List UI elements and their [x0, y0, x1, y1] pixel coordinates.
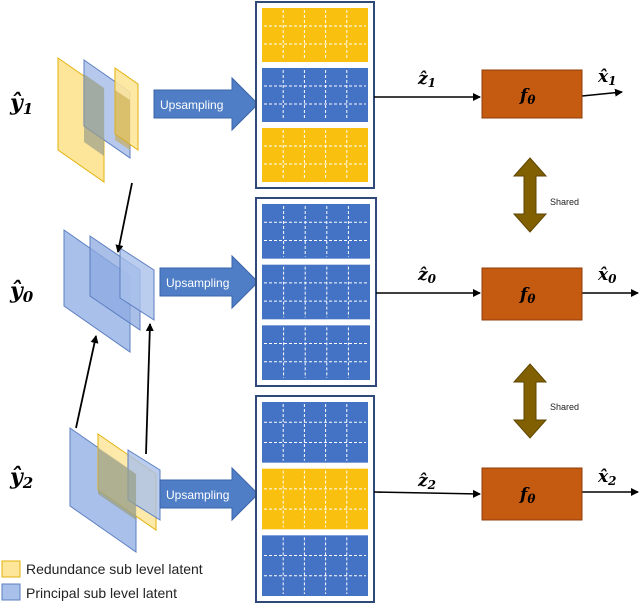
output-label-2: x̂2 — [597, 467, 617, 488]
latent-labels: ŷ1 ŷ0 ŷ2 — [9, 90, 34, 492]
arrow-decoder1-out — [581, 88, 623, 97]
latent-overlap — [84, 74, 104, 156]
decoder-0: fθ — [481, 267, 583, 321]
output-labels: x̂1 x̂0 x̂2 — [597, 67, 617, 488]
z-label-1: ẑ1 — [417, 69, 436, 90]
latent-overlap — [115, 90, 130, 150]
shared-label-2: Shared — [550, 402, 579, 412]
grid-band-principal — [262, 264, 370, 320]
legend-swatch-redundance — [1, 560, 21, 578]
upsampling-arrows: Upsampling Upsampling Upsampling — [153, 76, 259, 522]
decoder-label-1: fθ — [519, 86, 535, 107]
latent-label-0: ŷ0 — [9, 278, 34, 306]
decoder-label-2: fθ — [519, 485, 535, 506]
latent-dependency-arrows — [75, 182, 154, 455]
z-labels: ẑ1 ẑ0 ẑ2 — [417, 69, 437, 492]
grid-box-2 — [255, 395, 375, 603]
upsampling-arrow-1: Upsampling — [153, 76, 259, 132]
latent-plane-principal — [119, 247, 155, 321]
latent-label-1: ŷ1 — [9, 90, 33, 118]
upsampling-arrow-2: Upsampling — [159, 466, 259, 522]
grid-band-principal — [262, 325, 370, 380]
shared-arrow-1: Shared — [512, 157, 579, 233]
grid-band-principal — [262, 402, 368, 463]
output-label-1: x̂1 — [597, 67, 617, 88]
arrow-y1-to-y0 — [115, 182, 133, 253]
z-label-0: ẑ0 — [417, 265, 437, 286]
grid-band-principal — [262, 535, 368, 596]
grid-box-1 — [255, 1, 375, 189]
grid-band-redundance — [262, 128, 368, 182]
latent-overlap — [98, 448, 136, 520]
latent-stack-1 — [57, 57, 139, 183]
legend: Redundance sub level latent Principal su… — [1, 560, 203, 601]
latent-label-2: ŷ2 — [9, 464, 33, 492]
output-label-0: x̂0 — [597, 265, 617, 286]
grid-band-principal — [262, 68, 368, 122]
upsampling-label-0: Upsampling — [166, 276, 229, 290]
shared-label-1: Shared — [550, 197, 579, 207]
legend-label-principal: Principal sub level latent — [26, 585, 177, 601]
flow-arrows — [373, 88, 639, 498]
decoders: fθ fθ fθ — [481, 69, 583, 521]
arrow-y2-to-y0-right — [145, 323, 154, 455]
shared-connectors: Shared Shared — [512, 157, 579, 439]
arrow-y2-to-y0-left — [75, 335, 99, 429]
grid-band-principal — [262, 204, 370, 259]
arrow-grid2-to-decoder — [373, 489, 481, 498]
decoder-1: fθ — [481, 69, 583, 119]
legend-swatch-principal — [1, 583, 21, 601]
z-label-2: ẑ2 — [417, 471, 436, 492]
upsampled-grids — [255, 1, 377, 603]
latent-stack-0 — [63, 229, 155, 353]
upsampling-label-1: Upsampling — [160, 98, 223, 112]
legend-label-redundance: Redundance sub level latent — [26, 561, 203, 577]
grid-box-0 — [255, 197, 377, 387]
grid-band-redundance — [262, 8, 368, 62]
upsampling-label-2: Upsampling — [166, 488, 229, 502]
latent-stack-2 — [69, 427, 161, 553]
upsampling-arrow-0: Upsampling — [159, 254, 259, 310]
decoder-label-0: fθ — [519, 285, 535, 306]
grid-band-redundance — [262, 468, 368, 530]
decoder-2: fθ — [481, 467, 583, 521]
shared-arrow-2: Shared — [512, 363, 579, 439]
